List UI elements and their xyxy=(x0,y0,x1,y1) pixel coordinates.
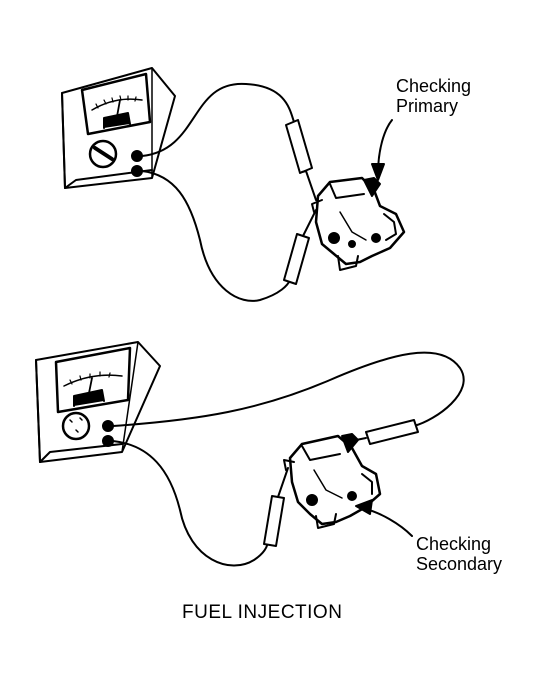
top-test-probe-lower-icon xyxy=(283,209,317,285)
top-test-lead-wires xyxy=(141,82,295,302)
figure-caption: FUEL INJECTION xyxy=(182,602,343,623)
bottom-ignition-coil-icon xyxy=(283,433,382,529)
label-secondary-line2: Secondary xyxy=(416,554,503,574)
top-multimeter-icon xyxy=(61,67,176,189)
label-checking-secondary: Checking Secondary xyxy=(416,534,502,574)
bottom-pointer-arrow-icon xyxy=(355,499,413,537)
bottom-test-probe-lower-icon xyxy=(263,467,289,547)
top-ignition-coil-icon xyxy=(311,176,406,271)
top-test-probe-icon xyxy=(285,119,317,201)
label-primary-line2: Primary xyxy=(396,96,458,116)
bottom-test-lead-wires xyxy=(112,351,465,567)
label-checking-primary: Checking Primary xyxy=(396,76,471,116)
label-primary-line1: Checking xyxy=(396,76,472,96)
bottom-multimeter-icon xyxy=(35,341,161,463)
label-secondary-line1: Checking xyxy=(416,534,492,554)
top-pointer-arrow-icon xyxy=(371,119,393,181)
